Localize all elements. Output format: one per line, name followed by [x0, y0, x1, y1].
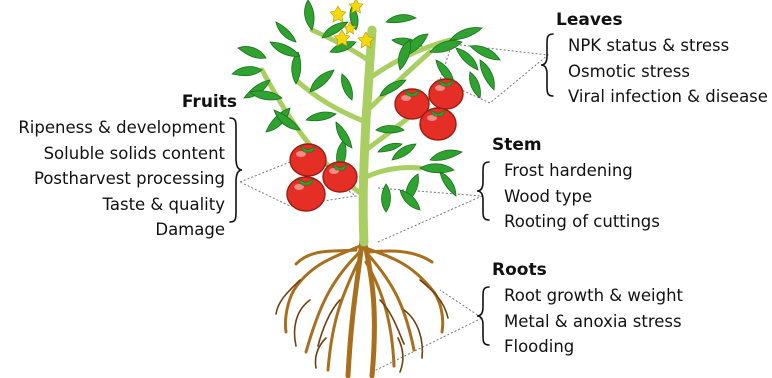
- stem-title: Stem: [492, 134, 660, 156]
- fruits-item: Ripeness & development: [18, 115, 225, 141]
- tomato-lower-1: [290, 144, 326, 176]
- leader-roots: [372, 290, 482, 372]
- leaves-group: Leaves NPK status & stress Osmotic stres…: [556, 9, 768, 110]
- stem-list: Frost hardening Wood type Rooting of cut…: [492, 158, 660, 235]
- stem-item: Rooting of cuttings: [504, 209, 660, 235]
- stem: [262, 30, 450, 242]
- roots-group: Roots Root growth & weight Metal & anoxi…: [492, 259, 683, 360]
- fruits-item: Taste & quality: [18, 192, 225, 218]
- roots: [276, 238, 448, 376]
- brace-stem: [477, 162, 489, 220]
- brace-leaves: [541, 34, 553, 96]
- stem-item: Wood type: [504, 184, 660, 210]
- fruits-title: Fruits: [18, 91, 237, 113]
- roots-list: Root growth & weight Metal & anoxia stre…: [492, 283, 683, 360]
- roots-title: Roots: [492, 259, 683, 281]
- roots-item: Flooding: [504, 334, 683, 360]
- fruits-item: Damage: [18, 217, 225, 243]
- tomato-lower-3: [287, 177, 325, 211]
- tomato-upper-3: [420, 108, 456, 140]
- tomato-upper-2: [429, 79, 463, 109]
- tomato-lower-2: [323, 162, 357, 192]
- stem-item: Frost hardening: [504, 158, 660, 184]
- roots-item: Metal & anoxia stress: [504, 309, 683, 335]
- roots-item: Root growth & weight: [504, 283, 683, 309]
- fruits-list: Ripeness & development Soluble solids co…: [18, 115, 237, 243]
- leaves-list: NPK status & stress Osmotic stress Viral…: [556, 33, 768, 110]
- brace-roots: [477, 287, 489, 345]
- fruits-item: Postharvest processing: [18, 166, 225, 192]
- leaves-title: Leaves: [556, 9, 768, 31]
- fruits-item: Soluble solids content: [18, 141, 225, 167]
- leaves-item: Viral infection & disease: [568, 84, 768, 110]
- leader-stem: [378, 188, 482, 242]
- stem-group: Stem Frost hardening Wood type Rooting o…: [492, 134, 660, 235]
- leaves-item: NPK status & stress: [568, 33, 768, 59]
- leaves-item: Osmotic stress: [568, 59, 768, 85]
- fruits-group: Fruits Ripeness & development Soluble so…: [18, 91, 237, 243]
